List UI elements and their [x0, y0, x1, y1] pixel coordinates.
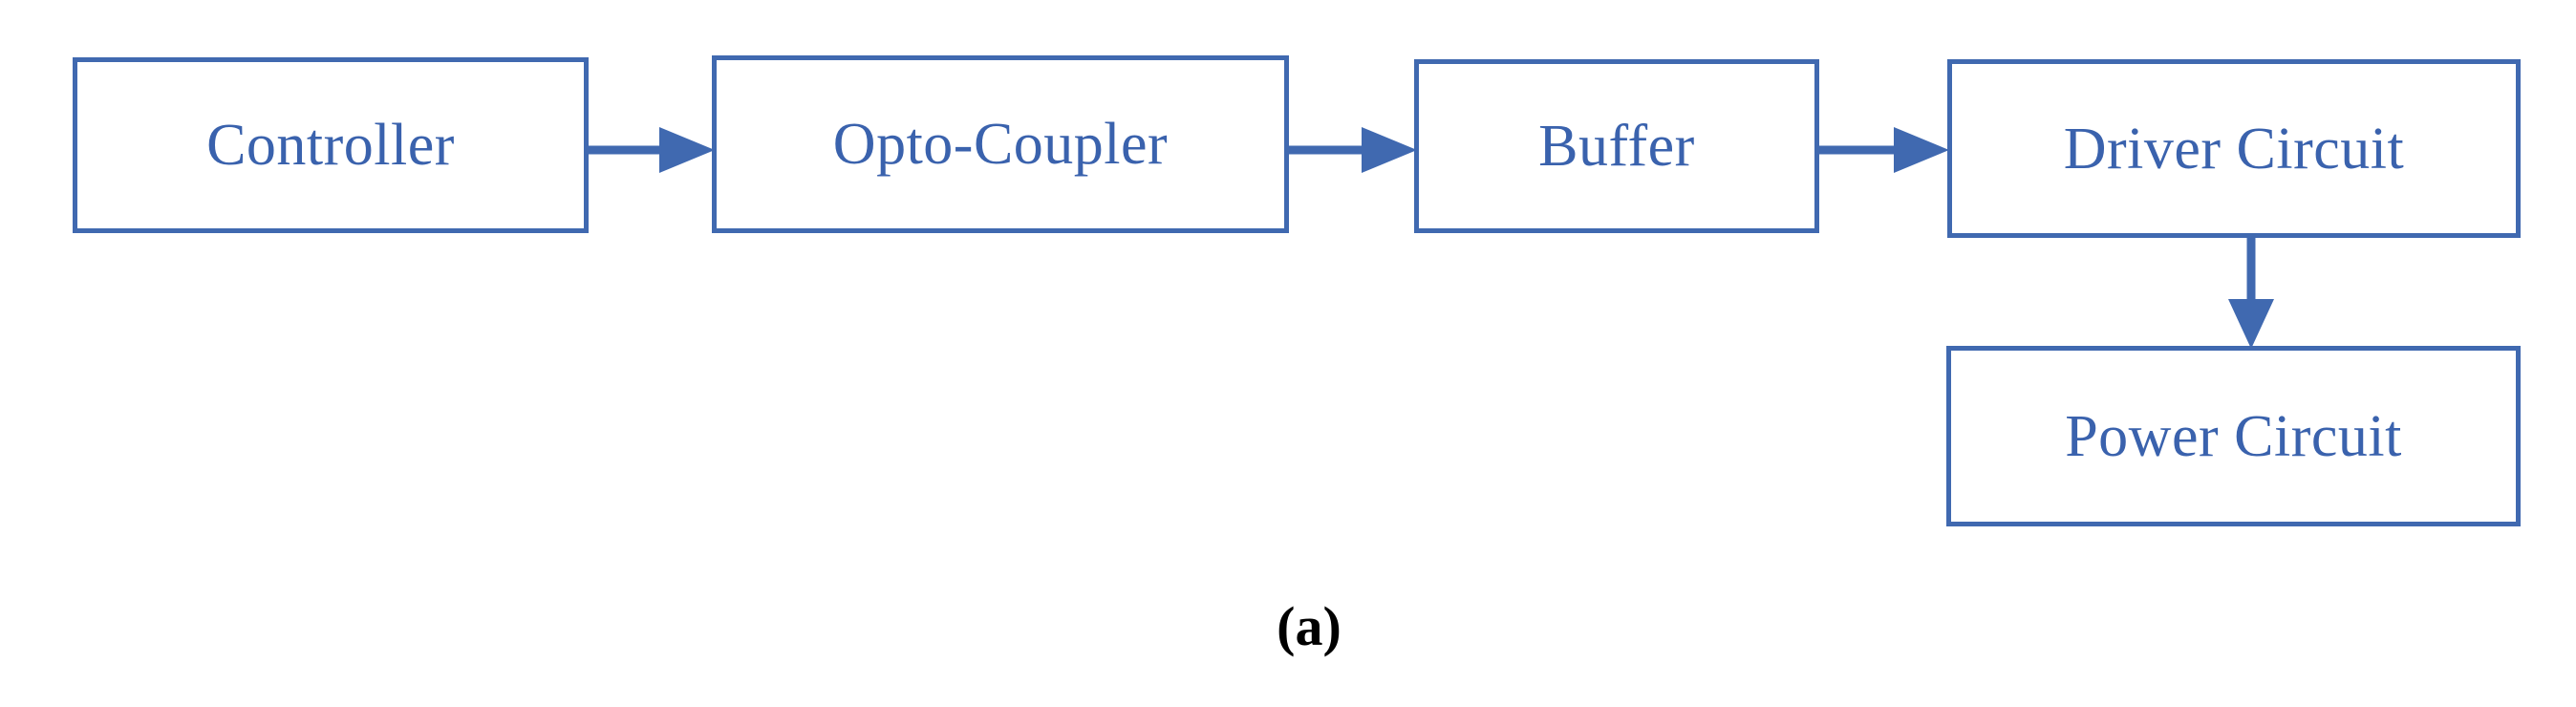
block-label-controller: Controller [206, 113, 455, 178]
block-label-opto-coupler: Opto-Coupler [832, 112, 1169, 177]
block-opto-coupler[interactable]: Opto-Coupler [712, 55, 1289, 233]
block-buffer[interactable]: Buffer [1414, 59, 1819, 233]
block-controller[interactable]: Controller [73, 57, 589, 233]
block-driver-circuit[interactable]: Driver Circuit [1947, 59, 2521, 238]
block-label-driver-circuit: Driver Circuit [2063, 116, 2405, 182]
block-power-circuit[interactable]: Power Circuit [1946, 346, 2521, 526]
arrow-controller-to-opto-coupler [587, 127, 715, 173]
arrow-driver-circuit-to-power-circuit [2228, 234, 2274, 349]
arrow-buffer-to-driver-circuit [1817, 127, 1949, 173]
arrow-opto-coupler-to-buffer [1287, 127, 1417, 173]
figure-caption: (a) [1277, 595, 1342, 657]
block-label-power-circuit: Power Circuit [2065, 403, 2402, 469]
block-label-buffer: Buffer [1538, 114, 1695, 179]
